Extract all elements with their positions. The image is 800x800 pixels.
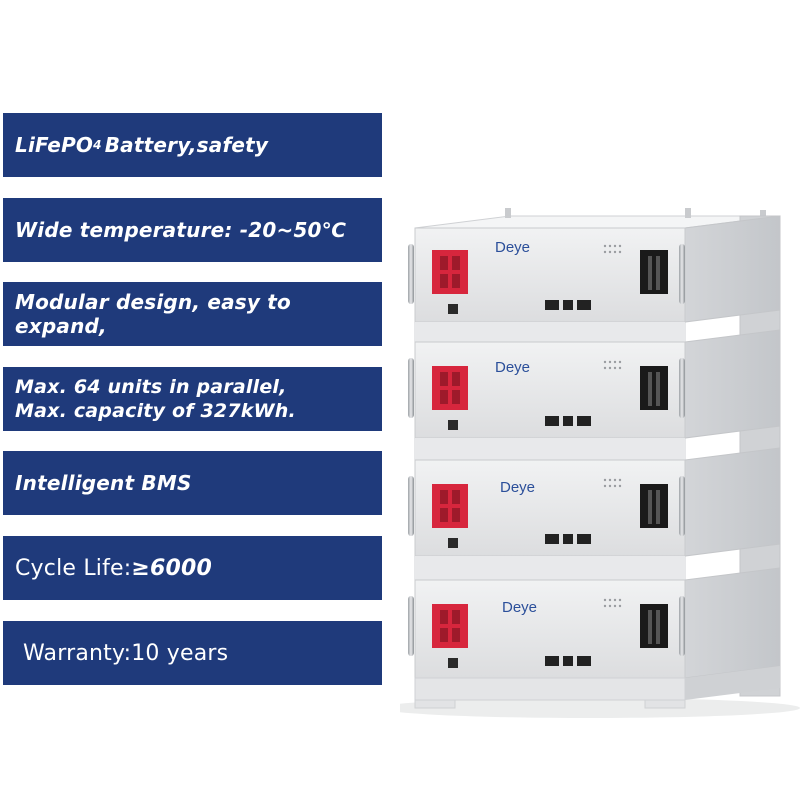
feature-banner-modular: Modular design, easy to expand, <box>3 282 382 346</box>
led-indicators <box>603 478 622 488</box>
modular-text: Modular design, easy to expand, <box>15 290 291 338</box>
power-switch <box>448 420 458 430</box>
led-indicators <box>603 598 622 608</box>
led-indicators <box>603 244 622 254</box>
rack-shelf <box>415 322 685 342</box>
red-terminal-block <box>432 250 468 294</box>
feature-banner-cycle-life: Cycle Life:≥6000 <box>3 536 382 600</box>
black-terminal-block <box>640 604 668 648</box>
module-handle-right <box>679 358 685 418</box>
battery-module-3: Deye <box>408 447 781 557</box>
rack-base <box>414 677 686 701</box>
chemistry-suffix: Battery,safety <box>104 133 269 157</box>
feature-banner-warranty: Warranty:10 years <box>3 621 382 685</box>
module-handle-left <box>408 476 414 536</box>
brand-logo: Deye <box>500 479 535 496</box>
battery-module-4: Deye <box>408 567 781 679</box>
chemistry-prefix: LiFePO <box>15 133 94 157</box>
rack-pin <box>685 208 691 218</box>
module-handle-right <box>679 596 685 656</box>
black-terminal-block <box>640 366 668 410</box>
brand-logo: Deye <box>502 599 537 616</box>
comm-port <box>577 656 591 666</box>
comm-port <box>563 416 573 426</box>
module-handle-left <box>408 596 414 656</box>
power-switch <box>448 538 458 548</box>
power-switch <box>448 304 458 314</box>
temperature-text: Wide temperature: -20~50℃ <box>15 218 347 242</box>
comm-port <box>545 300 559 310</box>
parallel-line-2: Max. capacity of 327kWh. <box>15 400 296 422</box>
battery-module-1: Deye <box>408 215 781 323</box>
battery-module-2: Deye <box>408 329 781 439</box>
chemistry-subscript: 4 <box>93 138 102 152</box>
comm-port <box>545 416 559 426</box>
comm-port <box>563 656 573 666</box>
black-terminal-block <box>640 484 668 528</box>
rack-base-side <box>685 666 780 700</box>
comm-port <box>563 300 573 310</box>
comm-port <box>577 300 591 310</box>
parallel-line-1: Max. 64 units in parallel, <box>15 376 287 398</box>
bms-text: Intelligent BMS <box>15 471 192 495</box>
module-handle-left <box>408 358 414 418</box>
red-terminal-block <box>432 484 468 528</box>
battery-stack-illustration: Deye Deye <box>400 208 800 718</box>
warranty-text: Warranty:10 years <box>23 640 229 666</box>
feature-banner-temperature: Wide temperature: -20~50℃ <box>3 198 382 262</box>
brand-logo: Deye <box>495 359 530 376</box>
feature-banner-parallel: Max. 64 units in parallel, Max. capacity… <box>3 367 382 431</box>
power-switch <box>448 658 458 668</box>
module-handle-left <box>408 244 414 304</box>
led-indicators <box>603 360 622 370</box>
comm-port <box>563 534 573 544</box>
rack-pin <box>760 210 766 220</box>
module-handle-right <box>679 476 685 536</box>
floor-shadow <box>400 698 800 718</box>
rack-pin <box>505 208 511 218</box>
comm-port <box>577 534 591 544</box>
rack-shelf <box>415 438 685 460</box>
brand-logo: Deye <box>495 239 530 256</box>
comm-port <box>545 656 559 666</box>
black-terminal-block <box>640 250 668 294</box>
module-handle-right <box>679 244 685 304</box>
comm-port <box>577 416 591 426</box>
cycle-life-label: Cycle Life: <box>15 555 132 581</box>
comm-port <box>545 534 559 544</box>
cycle-life-value: ≥6000 <box>131 555 213 581</box>
feature-banner-bms: Intelligent BMS <box>3 451 382 515</box>
red-terminal-block <box>432 366 468 410</box>
red-terminal-block <box>432 604 468 648</box>
rack-shelf <box>415 556 685 580</box>
